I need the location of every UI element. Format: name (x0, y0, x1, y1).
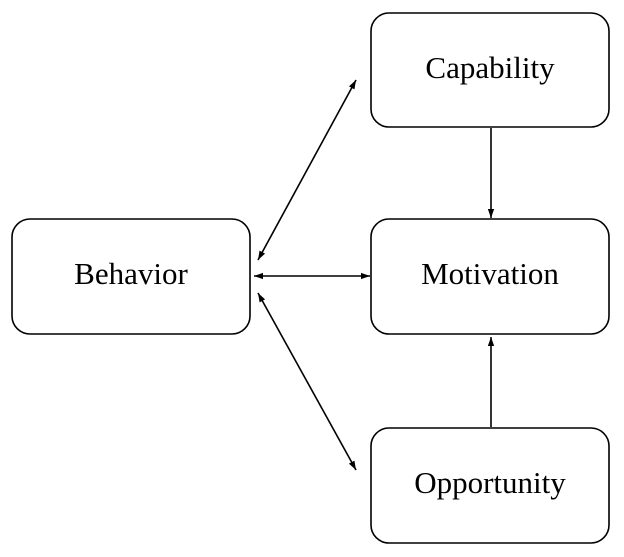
node-capability: Capability (370, 12, 610, 128)
node-motivation-label: Motivation (421, 256, 559, 291)
node-behavior-box (11, 218, 251, 335)
node-motivation: Motivation (370, 218, 610, 335)
node-opportunity: Opportunity (370, 427, 610, 544)
node-capability-box (370, 12, 610, 128)
node-behavior: Behavior (11, 218, 251, 335)
edge-behavior-opportunity (257, 292, 357, 471)
edge-behavior-capability (257, 79, 357, 261)
node-capability-label: Capability (425, 50, 555, 85)
node-behavior-label: Behavior (74, 256, 188, 291)
node-motivation-box (370, 218, 610, 335)
node-opportunity-box (370, 427, 610, 544)
node-opportunity-label: Opportunity (414, 465, 566, 500)
